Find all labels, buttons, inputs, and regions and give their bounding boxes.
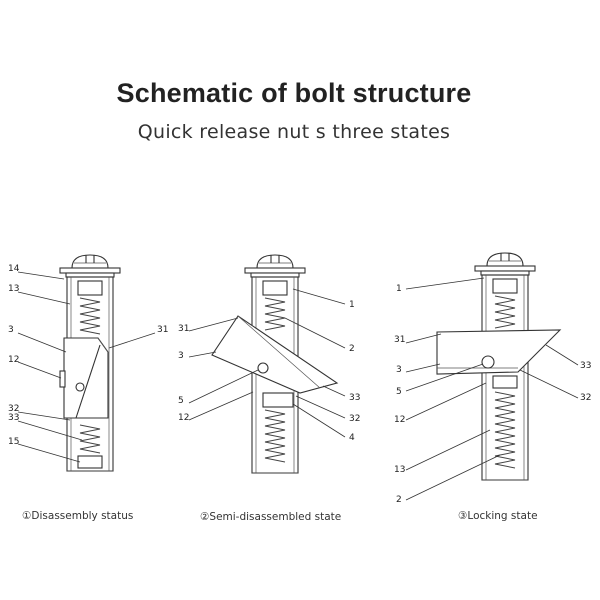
caption-disassembly: ①Disassembly status <box>22 510 133 522</box>
label-4: 4 <box>349 433 355 443</box>
label-31: 31 <box>178 324 189 334</box>
label-5: 5 <box>396 387 402 397</box>
diagram-subtitle: Quick release nut s three states <box>137 121 451 143</box>
panel-semi-disassembled: 31 3 5 12 1 2 33 32 4 ②Semi-disassembled… <box>178 254 360 523</box>
label-32: 32 <box>8 404 19 414</box>
label-32: 32 <box>349 414 360 424</box>
label-1: 1 <box>396 284 402 294</box>
label-1: 1 <box>349 300 355 310</box>
label-14: 14 <box>8 264 20 274</box>
label-13: 13 <box>394 465 405 475</box>
label-3: 3 <box>178 351 184 361</box>
label-2: 2 <box>349 344 355 354</box>
label-12: 12 <box>394 415 405 425</box>
label-33: 33 <box>580 361 591 371</box>
caption-locking: ③Locking state <box>458 510 538 522</box>
label-32: 32 <box>580 393 591 403</box>
label-5: 5 <box>178 396 184 406</box>
label-2: 2 <box>396 495 402 505</box>
panel-locking: 1 31 3 5 12 13 2 33 32 ③Locking state <box>394 252 591 522</box>
label-13: 13 <box>8 284 19 294</box>
label-33: 33 <box>349 393 360 403</box>
label-12: 12 <box>8 355 19 365</box>
caption-semi-disassembled: ②Semi-disassembled state <box>200 511 341 523</box>
label-3: 3 <box>8 325 14 335</box>
label-33: 33 <box>8 413 19 423</box>
panel-disassembly: 14 13 3 12 32 33 15 31 ①Disassembly stat… <box>8 254 168 522</box>
diagram-title: Schematic of bolt structure <box>116 78 472 108</box>
label-31: 31 <box>394 335 405 345</box>
label-15: 15 <box>8 437 19 447</box>
label-3: 3 <box>396 365 402 375</box>
label-31: 31 <box>157 325 168 335</box>
label-12: 12 <box>178 413 189 423</box>
